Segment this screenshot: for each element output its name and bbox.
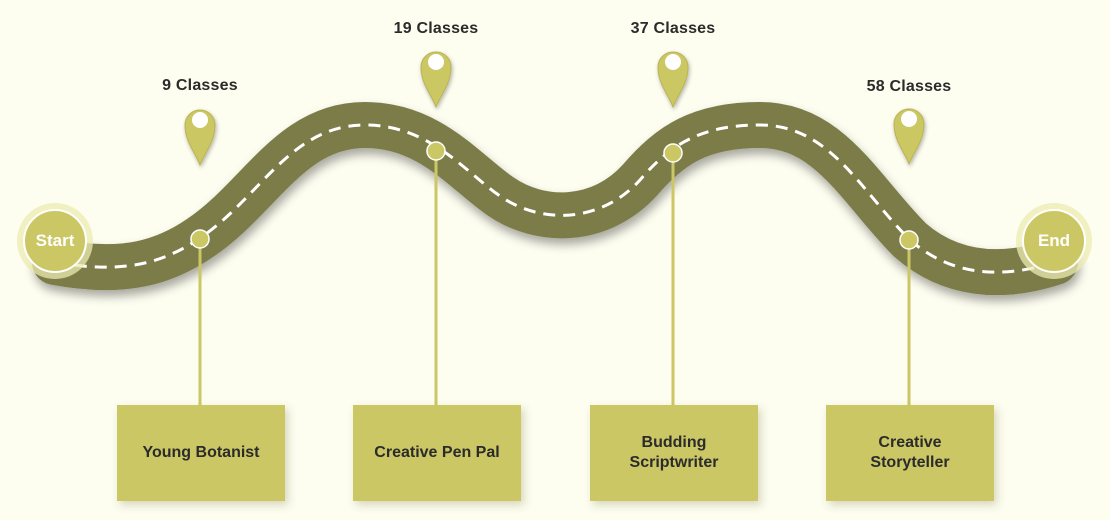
road-dot	[899, 230, 919, 250]
map-pin-icon	[657, 51, 689, 109]
road-dot	[426, 141, 446, 161]
road	[32, 101, 1078, 296]
start-label: Start	[35, 231, 75, 250]
milestone-card: Creative Storyteller	[826, 405, 994, 501]
start-badge	[17, 203, 93, 279]
end-badge	[1016, 203, 1092, 279]
map-pin-icon	[420, 51, 452, 109]
milestone-title: Budding Scriptwriter	[629, 434, 719, 471]
map-pin-icon	[893, 108, 925, 166]
milestone-title: Creative Storyteller	[870, 434, 950, 471]
milestone-count-label: 19 Classes	[393, 20, 479, 37]
end-label: End	[1037, 231, 1071, 250]
milestone-count-label: 37 Classes	[630, 20, 716, 37]
road-dot	[190, 229, 210, 249]
milestone-count-label: 58 Classes	[866, 78, 952, 95]
map-pin-icon	[184, 109, 216, 167]
milestone-title: Young Botanist	[142, 444, 260, 461]
milestone-card: Creative Pen Pal	[353, 405, 521, 501]
milestone-count-label: 9 Classes	[162, 77, 238, 94]
road-dot	[663, 143, 683, 163]
road-center-line	[54, 123, 1056, 274]
milestone-card: Young Botanist	[117, 405, 285, 501]
milestone-card: Budding Scriptwriter	[590, 405, 758, 501]
milestone-title: Creative Pen Pal	[374, 444, 500, 461]
